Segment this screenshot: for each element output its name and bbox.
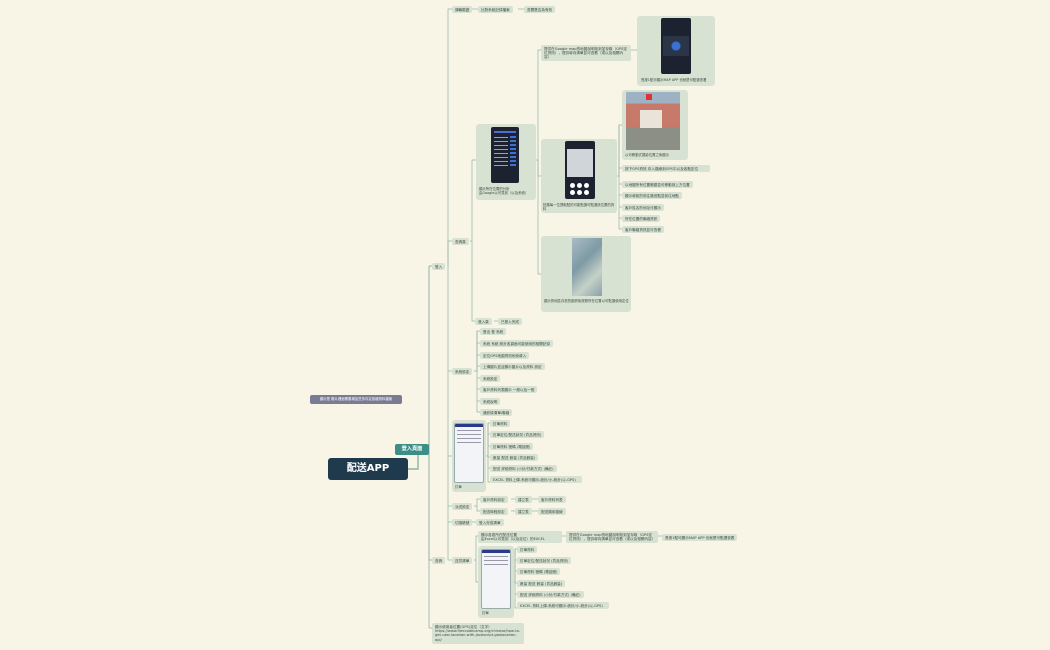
photo-item-5[interactable]: 所在位置的聯絡資訊	[622, 215, 661, 223]
check-valid-node[interactable]: 查閱是否為有效	[524, 6, 556, 14]
connector	[514, 549, 517, 609]
connector	[487, 423, 490, 483]
settings-node[interactable]: 系統設定	[452, 368, 473, 376]
settings-item-7[interactable]: 系統說明	[480, 398, 501, 406]
switch-account-node[interactable]: 切換帳號	[452, 519, 473, 527]
house-photo	[626, 92, 680, 150]
connector	[447, 8, 452, 266]
order-item-2[interactable]: 訂單定位/配送狀況 (貨品資訊)	[490, 431, 545, 439]
map-phone-screenshot	[661, 18, 691, 74]
connector	[447, 240, 452, 266]
bottom-item-6[interactable]: EXCEL 資料上傳-系統可顯示-統計/小-統計(以-GPS)	[517, 602, 609, 610]
bottom-item-5[interactable]: 配送 詳細資料 (小計/付款方式) (備註)	[517, 591, 584, 599]
connector	[618, 125, 622, 230]
order-phone-screenshot	[454, 423, 484, 483]
bottom-item-2[interactable]: 訂單定位/配送狀況 (貨品資訊)	[517, 557, 572, 565]
order-item-3[interactable]: 訂單資料 號碼 (電話號)	[490, 443, 534, 451]
photo-card-caption: 拍攝每一位提取點的可能點選可點選該位置的資料	[543, 203, 615, 212]
settings-item-2[interactable]: 系統 系統 統計各頁面可能使用的相關記錄	[480, 340, 553, 348]
settings-item-6[interactable]: 客戶資料列表顯示 一般以及一般	[480, 386, 538, 394]
connector	[475, 560, 478, 583]
order-phone-caption: 訂單	[455, 485, 462, 489]
house-photo-caption: 以可移動式攝影位置之後顯示	[625, 153, 670, 157]
connector	[536, 49, 541, 161]
switch-account-child[interactable]: 登入完成清單	[476, 519, 504, 527]
assign-row1-right[interactable]: 客戶資料列表	[538, 496, 566, 504]
delivery-main-node[interactable]: 顯示各區所在配送位置 由Excel以可見到（以及定位）的EXCEL	[478, 531, 562, 543]
compare-records-node[interactable]: 比對系統記錄檔案	[478, 6, 513, 14]
bottom-phone-screenshot	[481, 549, 511, 609]
bottom-phone-caption: 訂單	[482, 611, 489, 615]
delivery-right-node[interactable]: 長按1點可顯示MAP APP 也就是可點選查看	[662, 534, 738, 542]
settings-item-3[interactable]: 定位GPS地圖資訊系統導入	[480, 352, 530, 360]
bottom-item-3[interactable]: 訂單資料 號碼 (電話號)	[517, 568, 561, 576]
order-item-5[interactable]: 配送 詳細資料 (小計/付款方式) (備註)	[490, 465, 557, 473]
connector	[474, 535, 478, 561]
map-card-caption: 長按1點可顯示MAP APP 也就是可點選查看	[641, 78, 707, 82]
query-page-node[interactable]: 查詢頁	[452, 238, 469, 246]
list-card-caption: 顯示所在位置的分析 由Google以可見到（以及系統）	[479, 187, 529, 196]
photo-item-2[interactable]: 以地圖所有位置範圍並可移動到上方位置	[622, 181, 693, 189]
assign-row2-left[interactable]: 配送時程設定	[480, 508, 508, 516]
assign-row1-left[interactable]: 客戶資料設定	[480, 496, 508, 504]
connector	[476, 331, 480, 413]
order-item-6[interactable]: EXCEL 資料上傳-系統可顯示-統計/小-統計(以-GPS)	[490, 476, 582, 484]
connector	[470, 159, 476, 242]
connector	[471, 241, 475, 322]
login-page-node[interactable]: 登入頁面	[395, 444, 429, 455]
transfer-verify-node[interactable]: 傳輸驗證	[452, 6, 473, 14]
branch-login[interactable]: 登入	[432, 263, 446, 271]
connector	[474, 498, 480, 507]
order-item-4[interactable]: 數量 配送 數量 (貨品數量)	[490, 454, 539, 462]
camera-phone-screenshot	[565, 141, 595, 199]
footer-geolocation-note[interactable]: 顯示使用者位置(GPS)定位（文字） https://www.freecodec…	[432, 623, 524, 644]
connector	[537, 160, 541, 275]
login-complete-node[interactable]: 已登入完成	[498, 318, 522, 326]
map-detail-node[interactable]: 提供在Google map的地圖說明找到並存取（GPS定位資訊），提供導向清單並…	[541, 45, 631, 62]
settings-item-8[interactable]: 通訊錄清單/聯絡	[480, 409, 513, 417]
photo-item-4[interactable]: 客戶姓名的地址可顯示	[622, 204, 664, 212]
connector	[514, 548, 517, 583]
root-node[interactable]: 配送APP	[328, 458, 408, 480]
assign-row2-right[interactable]: 配送順序路線	[538, 508, 566, 516]
delivery-detail-node[interactable]: 提供在Google map的地圖說明找到並存取（GPS定位資訊），提供導向清單並…	[566, 531, 658, 543]
entry-page-node[interactable]: 進入頁	[475, 318, 492, 326]
floating-note[interactable]: 顯示是 壓片裡面需要增加些多存定各種資料檔案	[310, 395, 402, 404]
order-item-1[interactable]: 訂單資料	[490, 420, 511, 428]
assign-row2-mid[interactable]: 建立表	[515, 508, 532, 516]
bottom-item-4[interactable]: 數量 配送 數量 (貨品數量)	[517, 580, 566, 588]
connector	[476, 506, 480, 512]
photo-item-6[interactable]: 客戶聯絡資訊並可查看	[622, 226, 664, 234]
bottom-item-1[interactable]: 訂單資料	[517, 546, 538, 554]
photo-item-3[interactable]: 顯示導航的前往路徑點並前往地點	[622, 192, 682, 200]
bottom-query-node[interactable]: 查詢	[432, 557, 446, 565]
list-phone-screenshot	[491, 127, 519, 183]
aerial-map-image	[572, 238, 602, 296]
settings-item-1[interactable]: 登出 登 系統	[480, 328, 507, 336]
aerial-map-caption: 顯示的地區存放的圖資後按照所在位置以可點選使用定位	[544, 299, 629, 303]
photo-item-1[interactable]: 按下GPS資訊 存入路線到GPS中以及各點定位	[622, 165, 710, 173]
settings-item-5[interactable]: 系統設定	[480, 375, 501, 383]
delivery-list-node[interactable]: 送貨清單	[452, 557, 473, 565]
settings-item-4[interactable]: 上傳圖片並且顯示圖片以及資料 設定	[480, 363, 545, 371]
assign-settings-node[interactable]: 派送設定	[452, 503, 473, 511]
assign-row1-mid[interactable]: 建立表	[515, 496, 532, 504]
